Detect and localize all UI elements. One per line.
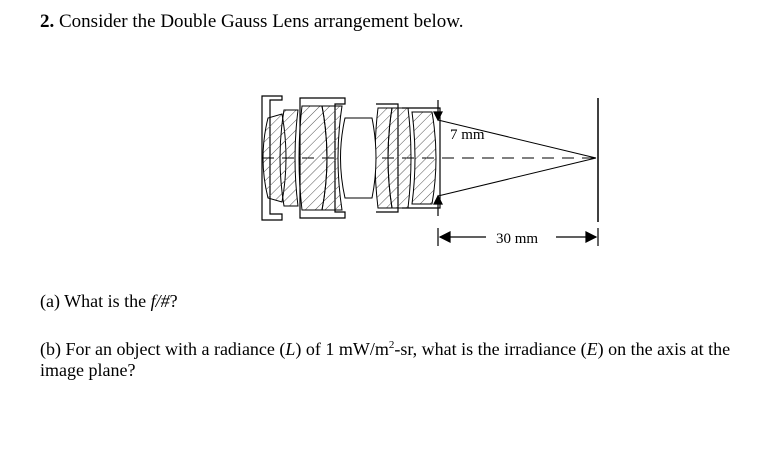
question-number: 2. — [40, 11, 55, 32]
part-b: (b) For an object with a radiance (L) of… — [40, 339, 731, 380]
lens-element-2 — [279, 109, 299, 207]
question-text: Consider the Double Gauss Lens arrangeme… — [59, 11, 464, 32]
f-number: f/# — [150, 291, 170, 311]
aperture-stop-region — [340, 117, 377, 199]
aperture-arrows — [433, 100, 443, 216]
lens-element-3 — [298, 105, 328, 211]
lens-element-7 — [411, 111, 437, 205]
part-a: (a) What is the f/#? — [40, 291, 178, 311]
irradiance-symbol: E — [586, 339, 598, 359]
radiance-symbol: L — [285, 339, 296, 359]
lens-element-4 — [321, 105, 343, 211]
distance-arrows — [437, 228, 599, 246]
distance-label: 30 mm — [496, 231, 538, 247]
lens-elements — [262, 105, 437, 211]
focused-beam — [437, 119, 597, 197]
superscript: 2 — [388, 339, 395, 351]
question-title: 2. Consider the Double Gauss Lens arrang… — [40, 11, 464, 33]
aperture-label: 7 mm — [450, 127, 485, 143]
lens-element-6 — [387, 107, 412, 209]
